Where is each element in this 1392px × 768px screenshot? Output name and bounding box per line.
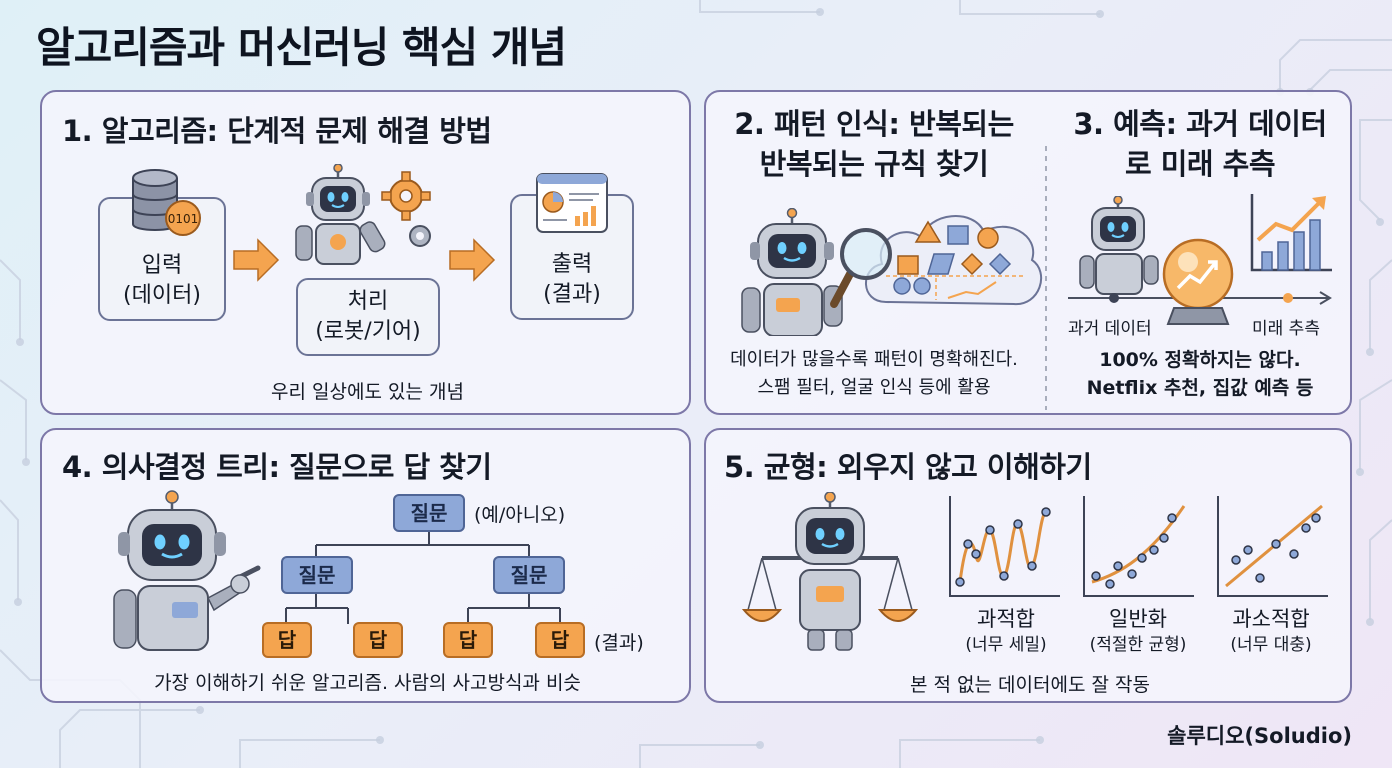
panel-pattern-title-line1: 2. 패턴 인식: 반복되는 [734,107,1014,141]
tree-left-question: 질문 [281,556,353,594]
generalization-graph [1083,496,1194,597]
graph-label-generalization-title: 일반화 [1109,607,1167,631]
tree-answer: 답 [535,622,585,658]
panel-decision-tree-caption: 가장 이해하기 쉬운 알고리즘. 사람의 사고방식과 비슷 [154,672,581,694]
robot-icon [741,208,843,336]
input-sublabel: (데이터) [123,283,201,308]
crystal-ball-icon [1162,238,1234,325]
robot-icon [1079,196,1159,295]
panel-pattern-prediction: 2. 패턴 인식: 반복되는 반복되는 규칙 찾기 데이터가 많을수록 [704,90,1352,415]
tree-answer: 답 [262,622,312,658]
tree-root-question: 질문 [393,494,465,532]
panel-prediction-caption: 100% 정확하지는 않다. Netflix 추천, 집값 예측 등 [1046,346,1354,402]
process-label: 처리 [347,289,389,314]
tree-connectors [285,530,561,624]
growth-chart-icon [1250,194,1332,272]
panel-pattern-caption-line1: 데이터가 많을수록 패턴이 명확해진다. [730,349,1018,370]
database-icon: 0101 [132,169,201,236]
panel-decision-tree: 4. 의사결정 트리: 질문으로 답 찾기 질문 [40,428,691,703]
graph-label-generalization-sub: (적절한 균형) [1089,635,1187,655]
panel-balance-caption: 본 적 없는 데이터에도 잘 작동 [910,674,1150,696]
graph-label-overfitting: 과적합 (너무 세밀) [946,606,1066,658]
panel-algorithm-caption: 우리 일상에도 있는 개념 [271,381,464,403]
tree-answer: 답 [443,622,493,658]
panel-pattern-caption-line2: 스팸 필터, 얼굴 인식 등에 활용 [757,377,991,398]
tree-root-note: (예/아니오) [474,504,566,526]
graph-label-underfitting: 과소적합 (너무 대충) [1208,606,1334,658]
input-label: 입력 [141,253,183,278]
panel-divider [1045,146,1047,410]
page-title: 알고리즘과 머신러닝 핵심 개념 [36,23,567,72]
svg-text:0101: 0101 [168,212,199,226]
robot-icon [113,490,261,651]
tree-answer: 답 [353,622,403,658]
overfitting-graph [949,496,1060,597]
output-sublabel: (결과) [543,282,601,307]
arrow-right-icon [233,238,280,282]
graph-label-underfitting-sub: (너무 대충) [1230,635,1312,655]
panel-pattern-caption: 데이터가 많을수록 패턴이 명확해진다. 스팸 필터, 얼굴 인식 등에 활용 [706,346,1042,402]
robot-icon [295,164,431,265]
tree-answers-note: (결과) [594,632,644,654]
credit-label: 솔루디오(Soludio) [1167,724,1352,748]
process-box: 처리 (로봇/기어) [296,278,440,356]
output-label: 출력 [551,252,593,277]
panel-decision-tree-title: 4. 의사결정 트리: 질문으로 답 찾기 [62,450,492,484]
robot-icon [795,492,865,651]
panel-pattern-title-line2: 반복되는 규칙 찾기 [759,147,989,181]
panel-pattern-title: 2. 패턴 인식: 반복되는 반복되는 규칙 찾기 [706,104,1042,184]
graph-label-overfitting-title: 과적합 [977,607,1035,631]
process-sublabel: (로봇/기어) [315,319,421,344]
panel-prediction-caption-line1: 100% 정확하지는 않다. [1099,349,1301,371]
panel-balance: 5. 균형: 외우지 않고 이해하기 [704,428,1352,703]
underfitting-graph [1217,496,1328,597]
panel-algorithm: 1. 알고리즘: 단계적 문제 해결 방법 입력 (데이터) 0101 [40,90,691,415]
past-data-label: 과거 데이터 [1068,319,1152,339]
graph-label-underfitting-title: 과소적합 [1232,607,1310,631]
panel-prediction-title-line2: 로 미래 추측 [1124,147,1276,181]
graph-label-generalization: 일반화 (적절한 균형) [1072,606,1204,658]
panel-prediction-title-line1: 3. 예측: 과거 데이터 [1073,107,1327,141]
report-icon [536,173,608,233]
graph-label-overfitting-sub: (너무 세밀) [965,635,1047,655]
magnifier-icon [830,228,892,308]
panel-algorithm-title: 1. 알고리즘: 단계적 문제 해결 방법 [62,114,492,148]
arrow-right-icon [449,238,496,282]
tree-right-question: 질문 [493,556,565,594]
panel-prediction-title: 3. 예측: 과거 데이터 로 미래 추측 [1046,104,1354,184]
future-guess-label: 미래 추측 [1252,319,1320,339]
panel-prediction-caption-line2: Netflix 추천, 집값 예측 등 [1086,377,1314,399]
shapes-cloud-icon [865,215,1042,306]
panel-balance-title: 5. 균형: 외우지 않고 이해하기 [724,450,1092,484]
